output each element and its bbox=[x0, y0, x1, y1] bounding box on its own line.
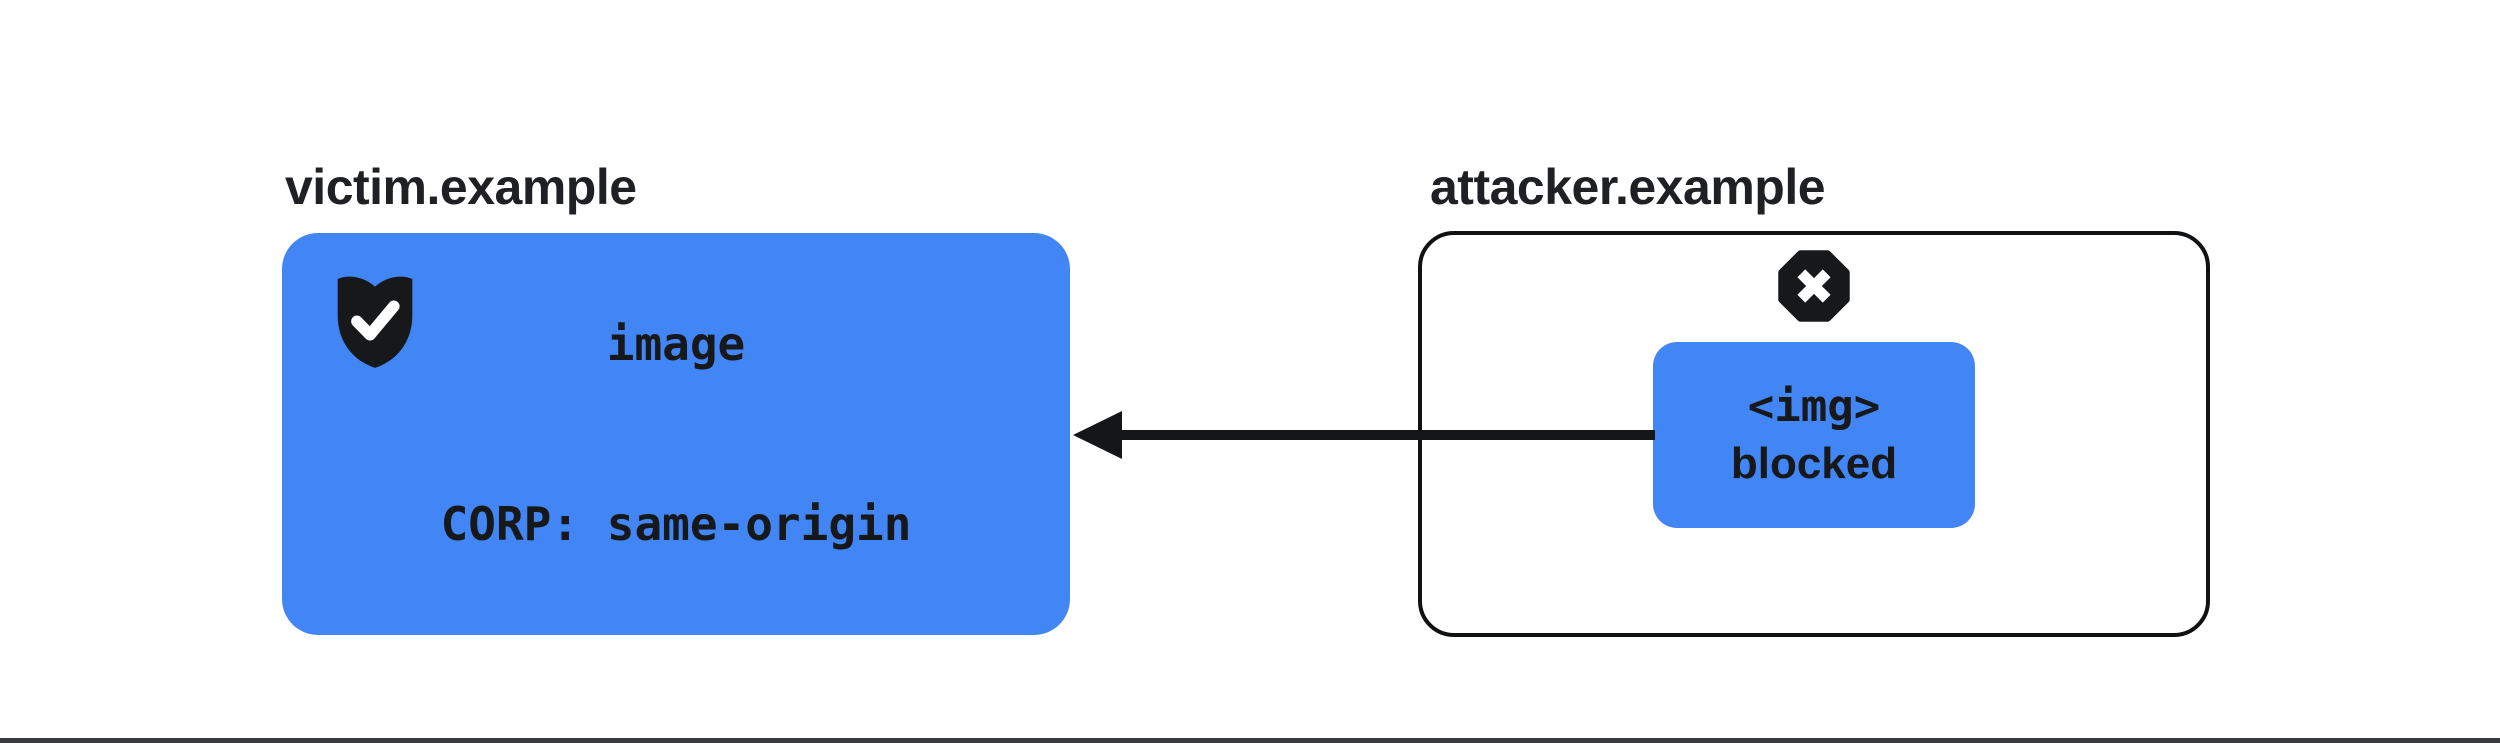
x-octagon-icon bbox=[1775, 247, 1853, 325]
victim-resource-text: image CORP: same-origin bbox=[441, 194, 912, 674]
blocked-request-box: <img> blocked bbox=[1653, 342, 1975, 528]
blocked-request-arrow bbox=[1073, 411, 1655, 459]
bottom-divider bbox=[0, 738, 2500, 743]
victim-domain-label: victim.example bbox=[285, 159, 637, 215]
attacker-domain-label: attacker.example bbox=[1430, 159, 1826, 215]
img-tag-text: <img> bbox=[1747, 381, 1881, 432]
blocked-text: blocked bbox=[1730, 439, 1898, 488]
victim-origin-box: image CORP: same-origin bbox=[282, 233, 1070, 635]
corp-header-text: CORP: same-origin bbox=[440, 497, 912, 551]
shield-check-icon bbox=[328, 269, 422, 369]
resource-type-text: image bbox=[606, 317, 746, 371]
